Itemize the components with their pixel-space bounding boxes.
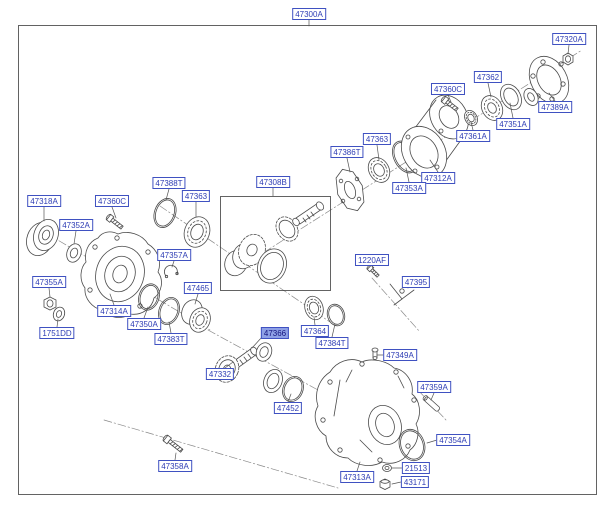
gear-set-box [220, 196, 331, 291]
part-label-47362[interactable]: 47362 [473, 71, 503, 83]
drawing-bearing-47465 [181, 299, 211, 333]
part-label-47313A[interactable]: 47313A [340, 471, 374, 483]
drawing-nut-47355A [43, 296, 57, 311]
drawing-gasket-47386T [335, 168, 365, 212]
drawing-oil-seal-47318A [26, 219, 59, 256]
part-label-47389A[interactable]: 47389A [538, 101, 572, 113]
drawing-snap-ring-47388T [153, 198, 177, 228]
drawing-washer-1751DD [52, 306, 66, 322]
part-label-21513[interactable]: 21513 [401, 462, 431, 474]
drawing-bearing-47364 [304, 295, 324, 321]
drawing-rings-47452 [263, 368, 304, 403]
part-label-47354A[interactable]: 47354A [436, 434, 470, 446]
part-label-47358A[interactable]: 47358A [158, 460, 192, 472]
part-label-47314A[interactable]: 47314A [97, 305, 131, 317]
part-label-47366-highlighted[interactable]: 47366 [260, 327, 290, 339]
part-label-47318A[interactable]: 47318A [27, 195, 61, 207]
drawing-bolt-1220AF [366, 264, 380, 278]
drawing-bolt-47360C-left [105, 213, 124, 230]
drawing-snap-ring-47383T [158, 297, 180, 325]
drawing-nut-47320A [562, 52, 574, 66]
diagram-frame [18, 25, 597, 495]
drawing-spacer-47366 [255, 342, 273, 362]
drawing-ring-47384T [326, 303, 346, 327]
drawing-bearing-47362 [480, 95, 504, 121]
part-label-47349A[interactable]: 47349A [383, 349, 417, 361]
part-label-47320A[interactable]: 47320A [552, 33, 586, 45]
part-label-47452[interactable]: 47452 [273, 402, 303, 414]
drawing-bracket-47395 [389, 283, 415, 306]
part-label-47332[interactable]: 47332 [205, 368, 235, 380]
part-label-47388T[interactable]: 47388T [152, 177, 186, 189]
drawing-gear-set-47308B [224, 201, 325, 284]
part-label-47364[interactable]: 47364 [300, 325, 330, 337]
part-label-47386T[interactable]: 47386T [330, 146, 364, 158]
part-label-47351A[interactable]: 47351A [496, 118, 530, 130]
drawing-dowel-pin-47359A [422, 395, 441, 412]
part-label-43171[interactable]: 43171 [400, 476, 430, 488]
part-label-47353A[interactable]: 47353A [392, 182, 426, 194]
part-label-47352A[interactable]: 47352A [59, 219, 93, 231]
drawing-snap-ring-47357A [164, 264, 179, 279]
part-label-47355A[interactable]: 47355A [32, 276, 66, 288]
part-label-47465[interactable]: 47465 [183, 282, 213, 294]
part-label-47363-left[interactable]: 47363 [181, 190, 211, 202]
drawing-bearing-47363-right [367, 157, 391, 183]
part-label-47357A[interactable]: 47357A [157, 249, 191, 261]
part-label-47312A[interactable]: 47312A [421, 172, 455, 184]
part-label-47361A[interactable]: 47361A [456, 130, 490, 142]
drawing-bolt-47358A [162, 434, 184, 453]
drawing-bolt-47360C-right [440, 95, 459, 112]
drawing-oring-47354A [398, 428, 426, 462]
drawing-cover-47313A [314, 359, 420, 466]
drawing-seal-47351A [500, 83, 522, 111]
drawing-breather-47349A [371, 347, 379, 360]
part-label-1751DD[interactable]: 1751DD [39, 327, 75, 339]
drawing-seal-47350A [138, 283, 160, 311]
part-label-1220AF[interactable]: 1220AF [354, 254, 390, 266]
part-label-47383T[interactable]: 47383T [154, 333, 188, 345]
part-label-47395[interactable]: 47395 [401, 276, 431, 288]
drawing-bearing-47363-left [183, 216, 211, 248]
part-label-47359A[interactable]: 47359A [417, 381, 451, 393]
drawing-case-47312A [400, 94, 469, 179]
part-label-47363-right[interactable]: 47363 [362, 133, 392, 145]
part-label-47308B[interactable]: 47308B [256, 176, 290, 188]
drawing-flange-47389A [523, 55, 570, 106]
part-label-47350A[interactable]: 47350A [127, 318, 161, 330]
part-label-47360C-right[interactable]: 47360C [430, 83, 466, 95]
drawing-plug-43171 [379, 478, 391, 490]
drawing-washer-47352A [66, 243, 82, 263]
part-label-47360C-left[interactable]: 47360C [94, 195, 130, 207]
drawing-gasket-21513 [382, 464, 392, 472]
drawing-case-47314A [80, 231, 162, 318]
part-label-47300A[interactable]: 47300A [292, 8, 326, 20]
drawing-bearing-47361A [464, 109, 478, 127]
part-label-47384T[interactable]: 47384T [315, 337, 349, 349]
